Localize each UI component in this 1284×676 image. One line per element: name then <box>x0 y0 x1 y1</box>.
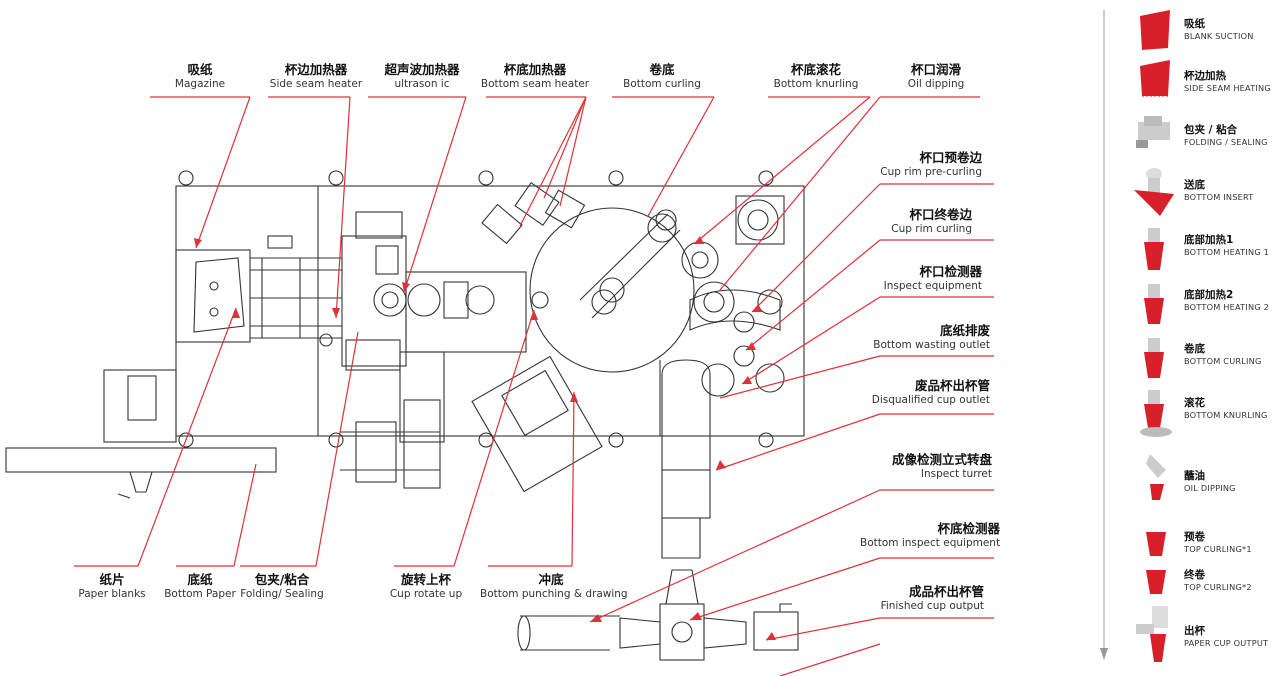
leader-arrows <box>194 236 776 640</box>
cup-output-line <box>517 569 799 661</box>
top-curling-2-icon <box>1146 570 1166 594</box>
folding-turret <box>340 271 527 489</box>
bottom-insert-icon <box>1134 168 1174 216</box>
leader-lines <box>74 96 994 676</box>
curling-stations <box>681 195 785 397</box>
side-seam-heating-icon <box>1140 60 1170 97</box>
frame-feet <box>178 170 774 448</box>
bottom-heater-nozzles <box>481 182 586 245</box>
oil-dipping-icon <box>1146 454 1166 500</box>
paper-cup-output-icon <box>1136 606 1168 662</box>
side-seam-unit <box>319 211 407 371</box>
folding-sealing-icon <box>1136 116 1170 148</box>
process-arrow <box>1100 648 1108 660</box>
bottom-paper-feeder <box>5 369 277 499</box>
top-curling-1-icon <box>1146 532 1166 556</box>
blank-suction-icon <box>1140 10 1170 50</box>
disqualified-tube <box>661 359 711 559</box>
bottom-heating-2-icon <box>1144 284 1164 324</box>
main-turret <box>529 207 695 373</box>
process-icons <box>1134 10 1174 662</box>
magazine-unit <box>175 235 342 343</box>
bottom-punch-unit <box>471 355 603 493</box>
bottom-curling-icon <box>1144 338 1164 378</box>
bottom-heating-1-icon <box>1144 228 1164 270</box>
bottom-knurling-icon <box>1140 390 1172 437</box>
